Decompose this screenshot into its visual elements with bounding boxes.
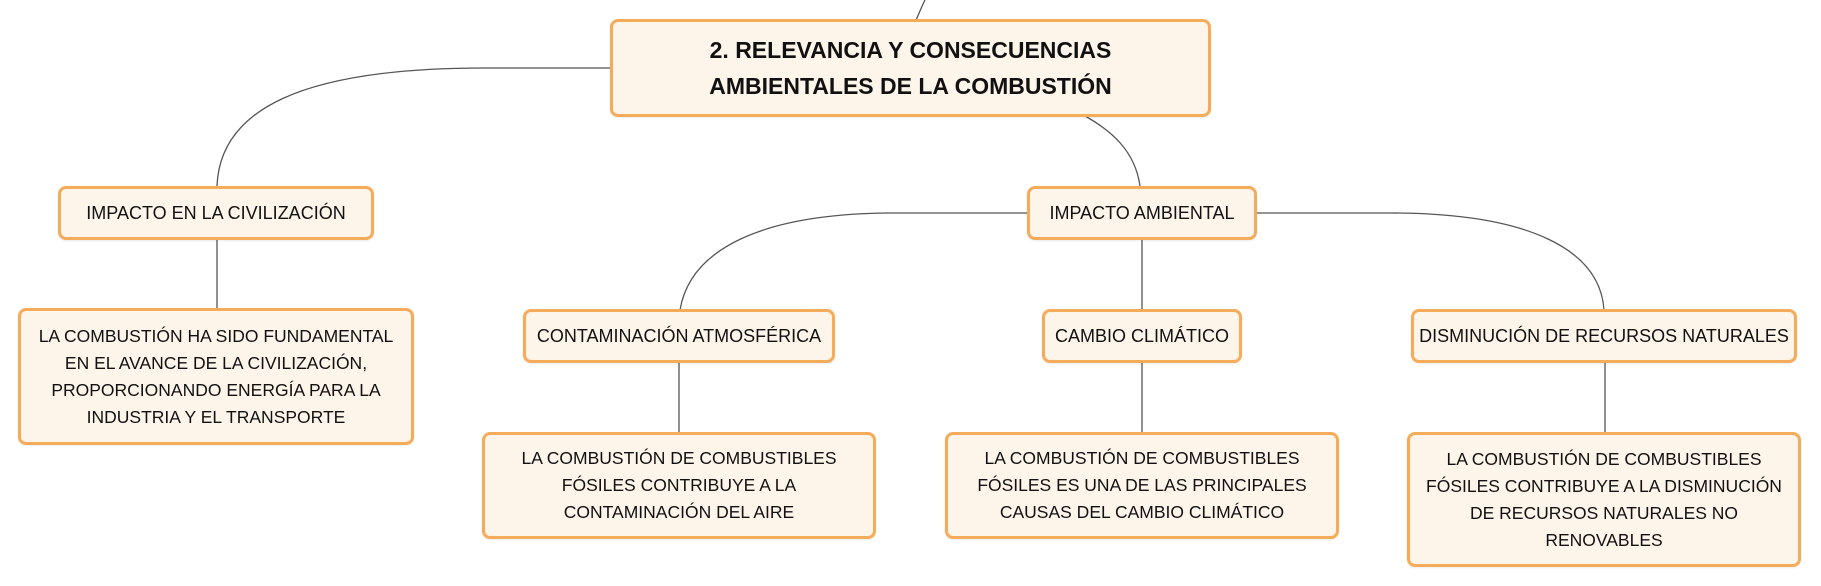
topic-label: DISMINUCIÓN DE RECURSOS NATURALES [1419, 325, 1789, 346]
topic-cambio-climatico[interactable]: CAMBIO CLIMÁTICO [1042, 309, 1242, 363]
topic-impacto-ambiental[interactable]: IMPACTO AMBIENTAL [1027, 186, 1257, 240]
root-topic-title: 2. RELEVANCIA Y CONSECUENCIAS AMBIENTALE… [709, 37, 1112, 99]
root-topic-node[interactable]: 2. RELEVANCIA Y CONSECUENCIAS AMBIENTALE… [610, 19, 1211, 117]
topic-label: IMPACTO EN LA CIVILIZACIÓN [86, 202, 346, 223]
detail-text: LA COMBUSTIÓN DE COMBUSTIBLES FÓSILES CO… [1426, 448, 1782, 550]
topic-label: IMPACTO AMBIENTAL [1049, 202, 1235, 223]
connector-root-to-civilization [216, 67, 610, 187]
topic-label: CAMBIO CLIMÁTICO [1054, 325, 1229, 346]
detail-text: LA COMBUSTIÓN DE COMBUSTIBLES FÓSILES CO… [521, 448, 837, 522]
detail-disminucion-recursos[interactable]: LA COMBUSTIÓN DE COMBUSTIBLES FÓSILES CO… [1407, 432, 1801, 567]
connector-ambiental-to-contaminacion [679, 212, 1027, 311]
detail-text: LA COMBUSTIÓN HA SIDO FUNDAMENTAL EN EL … [38, 325, 394, 427]
topic-label: CONTAMINACIÓN ATMOSFÉRICA [536, 325, 822, 346]
detail-text: LA COMBUSTIÓN DE COMBUSTIBLES FÓSILES ES… [977, 448, 1307, 522]
connector-parent-to-root [915, 0, 926, 21]
topic-impacto-civilizacion[interactable]: IMPACTO EN LA CIVILIZACIÓN [58, 186, 374, 240]
connector-root-to-ambiental [1084, 115, 1141, 187]
detail-cambio-climatico[interactable]: LA COMBUSTIÓN DE COMBUSTIBLES FÓSILES ES… [945, 432, 1339, 539]
topic-contaminacion-atmosferica[interactable]: CONTAMINACIÓN ATMOSFÉRICA [523, 309, 835, 363]
detail-impacto-civilizacion[interactable]: LA COMBUSTIÓN HA SIDO FUNDAMENTAL EN EL … [18, 308, 414, 445]
detail-contaminacion-atmosferica[interactable]: LA COMBUSTIÓN DE COMBUSTIBLES FÓSILES CO… [482, 432, 876, 539]
topic-disminucion-recursos[interactable]: DISMINUCIÓN DE RECURSOS NATURALES [1411, 309, 1797, 363]
connector-ambiental-to-disminucion [1256, 212, 1605, 311]
